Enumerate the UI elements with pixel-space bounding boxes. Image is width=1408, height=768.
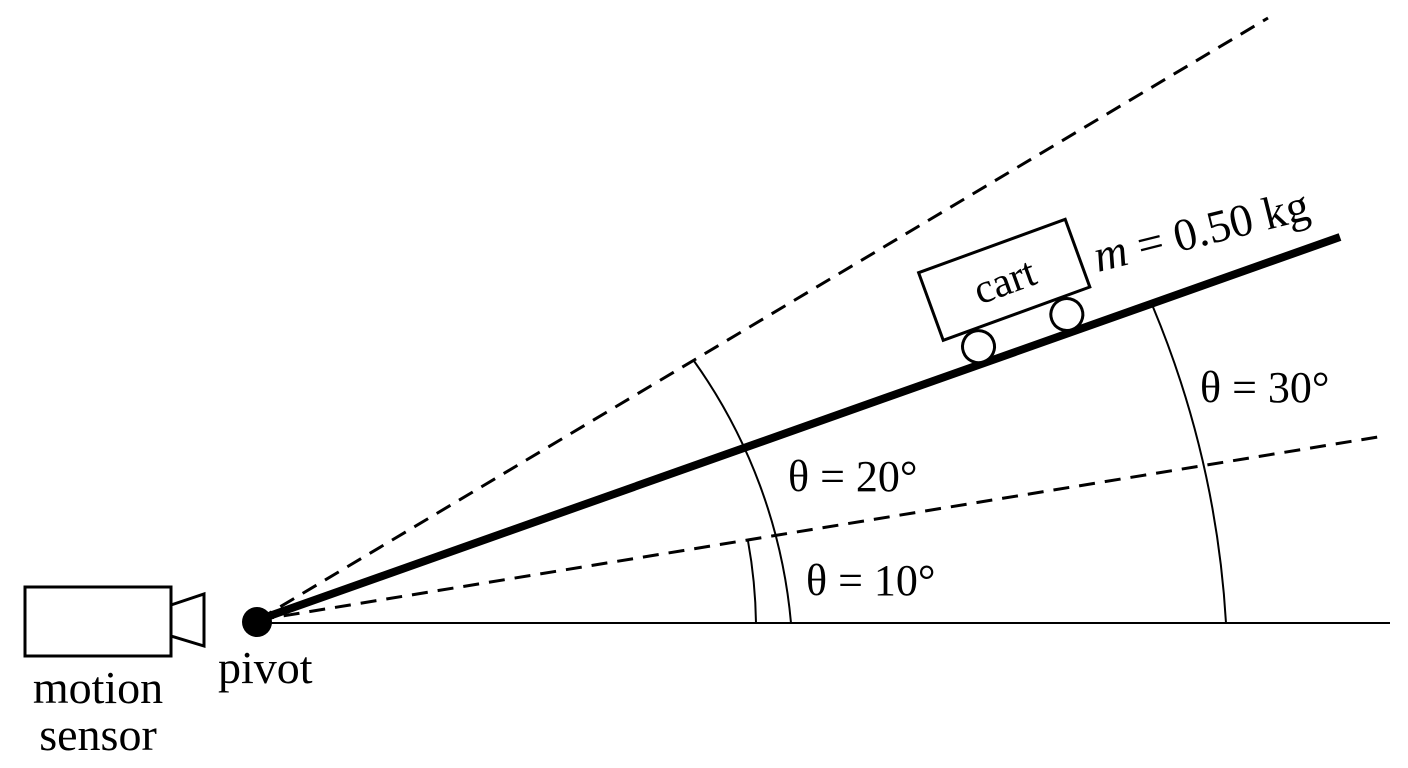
- motion-sensor-cone: [169, 591, 206, 649]
- cart-wheel-front: [1049, 297, 1085, 333]
- cart: cart: [916, 217, 1092, 365]
- track-20deg: [256, 233, 1342, 624]
- angle-arc-10deg: [747, 540, 757, 624]
- angle-arc-20deg: [693, 360, 792, 624]
- motion-sensor-label-line2: sensor: [39, 709, 157, 760]
- pivot-point: [242, 607, 272, 637]
- angle-arc-30deg: [1152, 306, 1227, 624]
- dashed-line-30deg: [257, 16, 1269, 622]
- motion-sensor-label-line1: motion: [33, 662, 163, 713]
- angle-label-30deg: θ = 30°: [1200, 363, 1330, 412]
- angle-label-20deg: θ = 20°: [788, 452, 918, 501]
- mass-label: m = 0.50 kg: [1088, 179, 1314, 282]
- cart-body: [916, 217, 1092, 343]
- cart-wheel-rear: [961, 329, 997, 365]
- motion-sensor: [23, 585, 206, 658]
- angle-label-10deg: θ = 10°: [806, 556, 936, 605]
- motion-sensor-body: [23, 585, 173, 658]
- pivot-label: pivot: [218, 642, 313, 693]
- dashed-line-10deg: [257, 435, 1379, 622]
